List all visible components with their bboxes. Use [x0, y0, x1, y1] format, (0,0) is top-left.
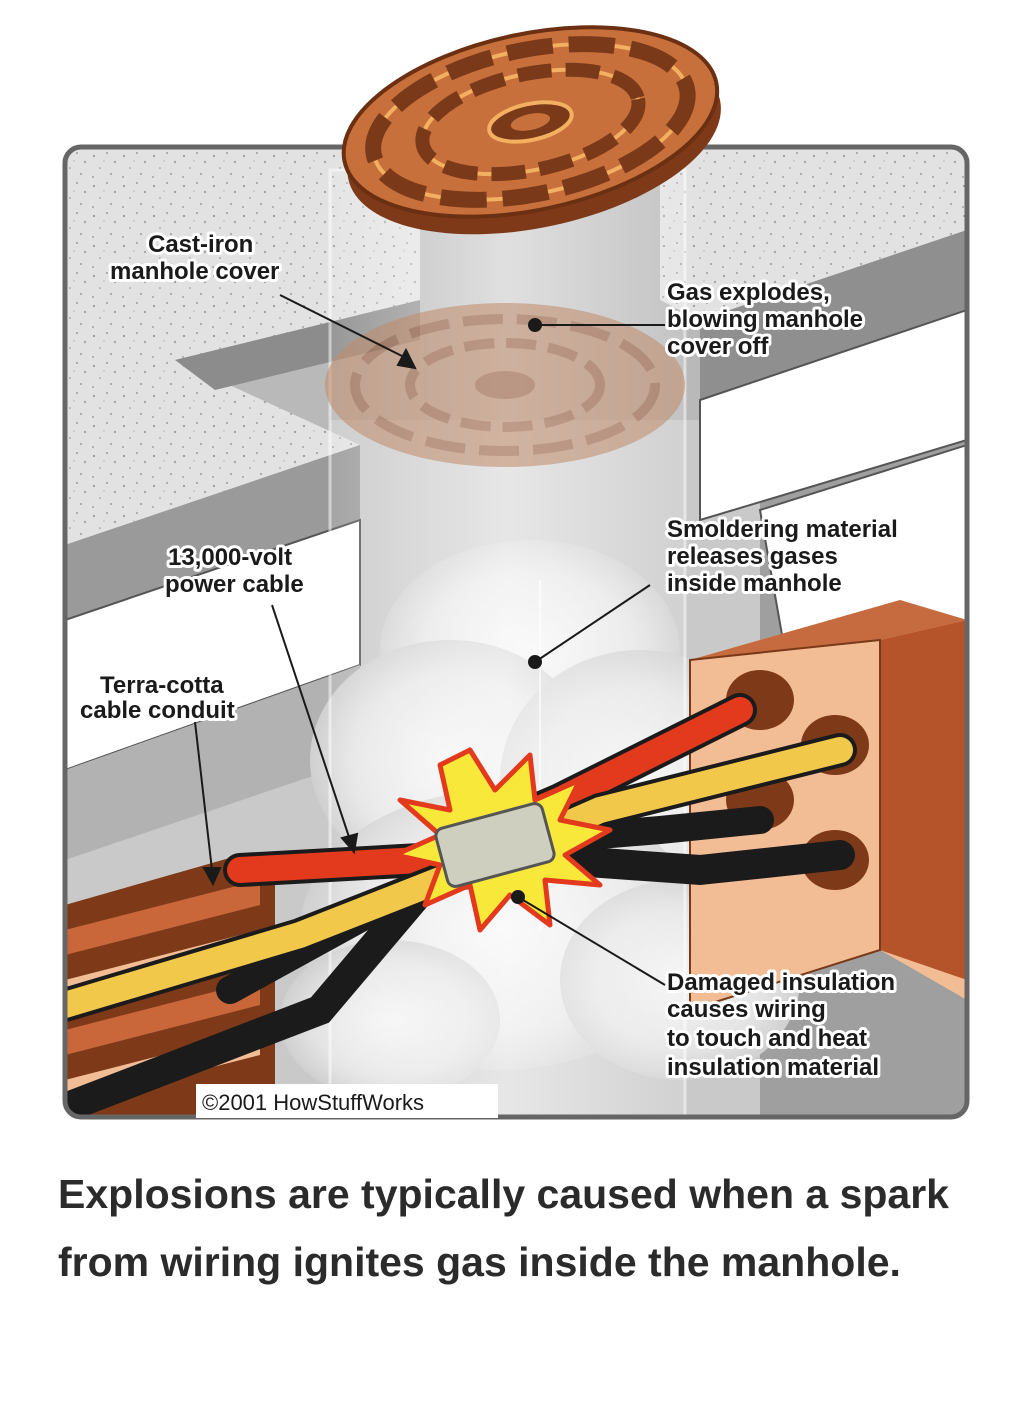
- label-insulation-line-2: causes wiring: [667, 996, 826, 1023]
- slab-edge-right: [700, 230, 967, 400]
- label-cover-line-1: Cast-iron: [148, 231, 253, 258]
- label-damaged-insulation: Damaged insulation causes wiring to touc…: [667, 969, 902, 1081]
- copyright-box: [196, 1084, 498, 1118]
- copyright-text: ©2001 HowStuffWorks: [202, 1090, 424, 1115]
- figure-caption: Explosions are typically caused when a s…: [58, 1171, 949, 1285]
- label-smoldering-line-2: releases gases: [667, 543, 838, 570]
- label-power-cable: 13,000-volt power cable: [165, 544, 304, 598]
- terracotta-block-right: [689, 600, 967, 1012]
- sidewalk-right: [660, 147, 967, 320]
- right-wall-panel-upper: [699, 308, 967, 522]
- leader-lines: [194, 294, 666, 986]
- label-conduit-line-2: cable conduit: [80, 697, 235, 724]
- ghost-manhole-cover: [325, 303, 685, 467]
- label-smoldering-material: Smoldering material releases gases insid…: [667, 516, 904, 597]
- label-cable-line-1: 13,000-volt: [168, 544, 292, 571]
- label-insulation-line-3: to touch and heat: [667, 1025, 867, 1052]
- label-smoldering-line-3: inside manhole: [667, 570, 842, 597]
- label-explodes-line-2: blowing manhole: [667, 306, 863, 333]
- label-conduit-line-1: Terra-cotta: [100, 672, 224, 699]
- label-cast-iron-cover: Cast-iron manhole cover: [110, 231, 279, 285]
- label-cable-line-2: power cable: [165, 571, 304, 598]
- label-cover-line-2: manhole cover: [110, 258, 279, 285]
- label-smoldering-line-1: Smoldering material: [667, 516, 898, 543]
- label-explodes-line-3: cover off: [667, 333, 769, 360]
- left-wall-panel-lower: [65, 665, 360, 860]
- label-terracotta-conduit: Terra-cotta cable conduit: [80, 672, 235, 724]
- label-insulation-line-1: Damaged insulation: [667, 969, 895, 996]
- flying-manhole-cover: [341, 25, 721, 235]
- damaged-splice: [434, 802, 556, 888]
- label-insulation-line-4: insulation material: [667, 1054, 879, 1081]
- slab-edge-left: [65, 445, 360, 620]
- label-gas-explodes: Gas explodes, blowing manhole cover off: [667, 279, 870, 360]
- manhole-explosion-diagram: Cast-iron manhole cover Gas explodes, bl…: [62, 25, 970, 1120]
- label-explodes-line-1: Gas explodes,: [667, 279, 830, 306]
